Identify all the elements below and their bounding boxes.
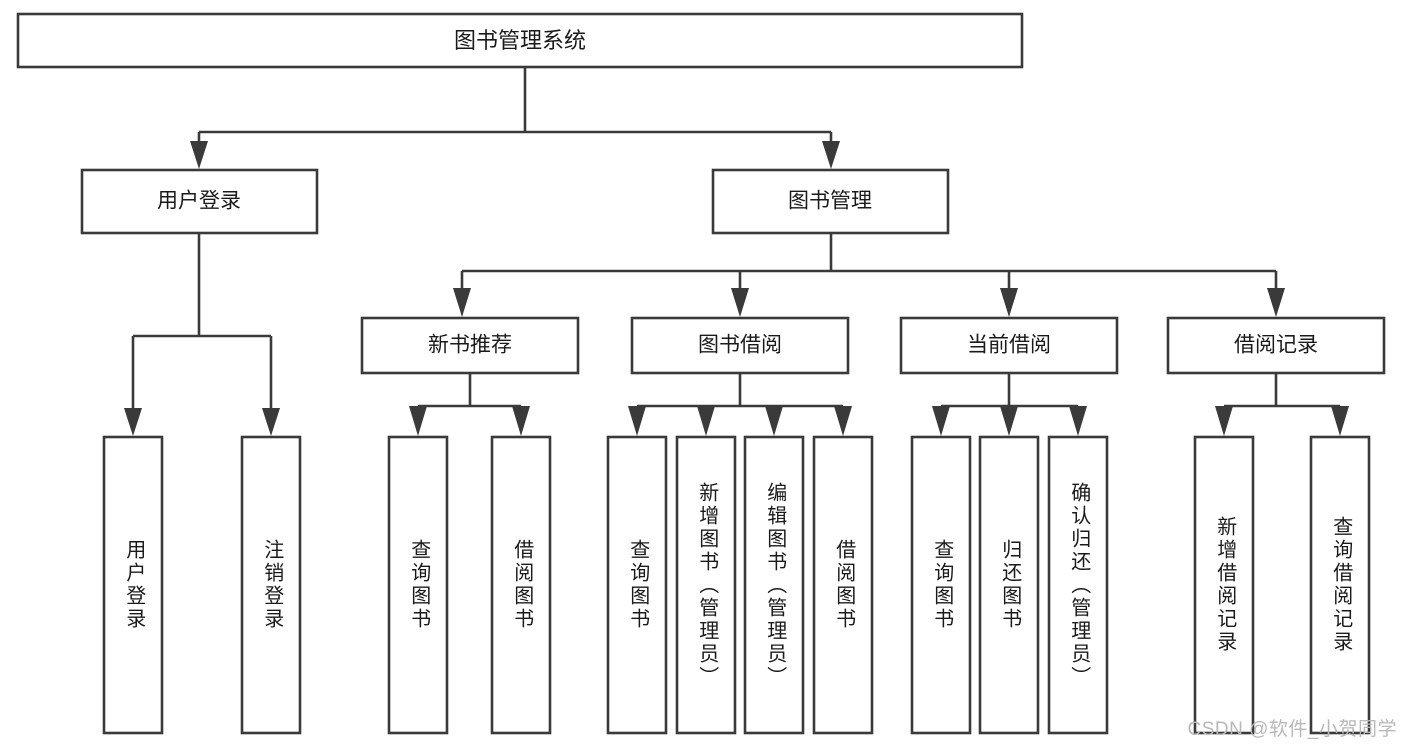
node-root-system-label: 图书管理系统 (454, 28, 586, 53)
leaf-box-book-borrow-2[interactable] (743, 435, 805, 735)
leaf-box-current-borrow-1[interactable] (978, 435, 1040, 735)
leaf-box-user-login-1[interactable] (240, 435, 302, 735)
node-book-management-label: 图书管理 (788, 190, 872, 213)
node-book-borrow-label: 图书借阅 (698, 334, 782, 357)
leaf-box-borrow-record-1[interactable] (1309, 435, 1371, 735)
node-current-borrow-box[interactable] (899, 316, 1119, 375)
node-borrow-record[interactable]: 借阅记录 (1166, 316, 1386, 375)
leaf-box-new-book-1[interactable] (490, 435, 552, 735)
arrowhead-book-borrow (731, 288, 749, 317)
arrowhead-new-book-recommend (453, 288, 471, 317)
arrowhead-leaf-current-borrow-1 (1000, 406, 1018, 436)
leaf-box-current-borrow-0[interactable] (910, 435, 972, 735)
arrowhead-leaf-new-book-1 (512, 406, 530, 436)
node-root-system[interactable]: 图书管理系统 (16, 12, 1024, 69)
node-borrow-record-label: 借阅记录 (1234, 334, 1318, 357)
node-book-management-box[interactable] (711, 168, 950, 235)
node-user-login[interactable]: 用户登录 (80, 168, 319, 235)
leaf-box-user-login-0[interactable] (102, 435, 164, 735)
node-user-login-label: 用户登录 (157, 190, 241, 213)
watermark-text: CSDN @软件_小贺同学 (1187, 719, 1397, 740)
leaf-box-new-book-0[interactable] (387, 435, 449, 735)
arrowhead-leaf-user-login-0 (124, 408, 142, 436)
arrowhead-leaf-user-login-1 (262, 408, 280, 436)
node-new-book-recommend[interactable]: 新书推荐 (360, 316, 580, 375)
node-book-borrow-box[interactable] (630, 316, 850, 375)
arrowhead-leaf-book-borrow-3 (834, 406, 852, 436)
node-new-book-recommend-box[interactable] (360, 316, 580, 375)
leaf-box-book-borrow-1[interactable] (675, 435, 737, 735)
arrowhead-borrow-record (1267, 288, 1285, 317)
arrowhead-leaf-current-borrow-0 (932, 406, 950, 436)
node-current-borrow-label: 当前借阅 (967, 334, 1051, 357)
arrowhead-user-login (190, 141, 208, 169)
connectors-group (124, 67, 1349, 436)
arrowhead-leaf-book-borrow-2 (765, 406, 783, 436)
leaf-box-book-borrow-3[interactable] (812, 435, 874, 735)
node-current-borrow[interactable]: 当前借阅 (899, 316, 1119, 375)
node-root-system-box[interactable] (16, 12, 1024, 69)
leaf-boxes-group (102, 435, 1371, 735)
node-borrow-record-box[interactable] (1166, 316, 1386, 375)
leaf-box-borrow-record-0[interactable] (1193, 435, 1255, 735)
arrowhead-leaf-borrow-record-0 (1215, 406, 1233, 436)
node-new-book-recommend-label: 新书推荐 (428, 334, 512, 357)
arrowhead-current-borrow (1000, 288, 1018, 317)
node-user-login-box[interactable] (80, 168, 319, 235)
arrowhead-leaf-current-borrow-2 (1069, 406, 1087, 436)
arrowhead-book-mgmt (822, 141, 840, 169)
leaf-box-current-borrow-2[interactable] (1047, 435, 1109, 735)
node-book-management[interactable]: 图书管理 (711, 168, 950, 235)
node-book-borrow[interactable]: 图书借阅 (630, 316, 850, 375)
arrowhead-leaf-new-book-0 (409, 406, 427, 436)
arrowhead-leaf-book-borrow-0 (628, 406, 646, 436)
arrowhead-leaf-borrow-record-1 (1331, 406, 1349, 436)
leaf-box-book-borrow-0[interactable] (606, 435, 668, 735)
arrowhead-leaf-book-borrow-1 (697, 406, 715, 436)
